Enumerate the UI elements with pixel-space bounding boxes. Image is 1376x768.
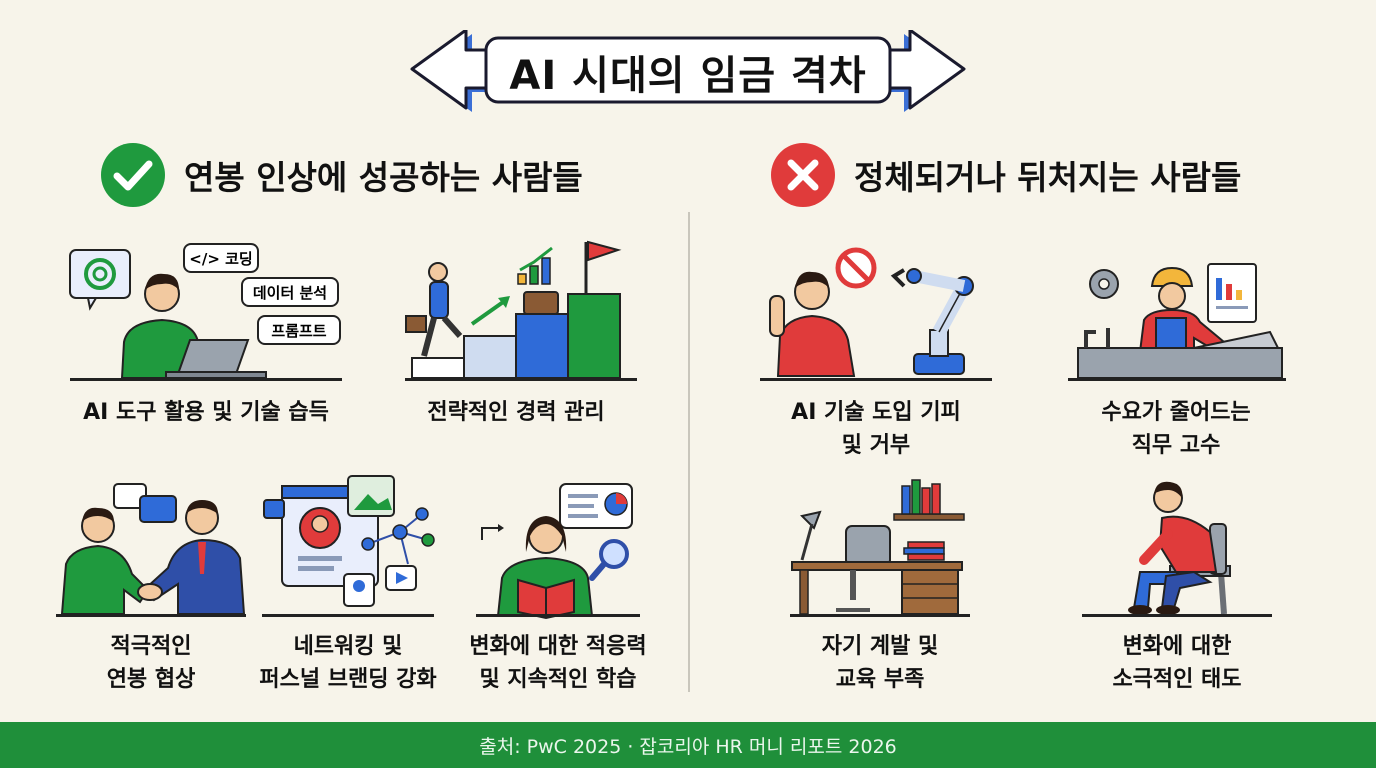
title-banner-arrows [410, 30, 966, 112]
left-section-title: 연봉 인상에 성공하는 사람들 [184, 158, 583, 197]
baseline [405, 378, 637, 381]
left-section-heading: 연봉 인상에 성공하는 사람들 [100, 140, 583, 210]
x-icon [771, 143, 835, 207]
caption-passive-attitude: 변화에 대한 소극적인 태도 [1112, 634, 1242, 692]
bubble-data-analysis: 데이터 분석 [253, 284, 327, 302]
check-icon [101, 143, 165, 207]
caption-ai-avoidance: AI 기술 도입 기피 및 거부 [791, 400, 961, 458]
flag-icon [587, 240, 622, 262]
wrench-icon [1084, 330, 1096, 348]
chair [845, 525, 891, 567]
baseline [1068, 378, 1286, 381]
network-node-icon [392, 524, 408, 540]
baseline [790, 614, 970, 617]
page-title: AI 시대의 임금 격차 [509, 53, 867, 99]
speech-bubble-icon [139, 495, 177, 523]
ai-tools-illustration: </> 코딩 데이터 분석 프롬프트 [69, 243, 341, 379]
caption-negotiation: 적극적인 연봉 협상 [106, 634, 196, 692]
arrow-icon [481, 527, 498, 540]
negotiation-illustration [60, 483, 246, 615]
learning-illustration [481, 483, 633, 620]
career-stairs-illustration [405, 240, 622, 379]
declining-job-illustration [1077, 263, 1283, 379]
bubble-coding: </> 코딩 [189, 250, 252, 268]
caption-ai-tools: AI 도구 활용 및 기술 습득 [83, 400, 329, 425]
shelf [893, 513, 965, 521]
source-footer: 출처: PwC 2025 · 잡코리아 HR 머니 리포트 2026 [0, 722, 1376, 768]
section-divider [688, 212, 690, 692]
book-icon [901, 485, 911, 515]
caption-declining-job: 수요가 줄어드는 직무 고수 [1101, 400, 1251, 458]
baseline [70, 378, 342, 381]
raised-hand [769, 295, 785, 337]
right-section-heading: 정체되거나 뒤처지는 사람들 [770, 140, 1241, 210]
caption-lack-development: 자기 계발 및 교육 부족 [821, 634, 939, 692]
lamp-icon [800, 510, 822, 530]
baseline [1082, 614, 1272, 617]
idle-desk-illustration [791, 479, 965, 615]
networking-illustration [263, 475, 435, 607]
baseline [476, 614, 640, 617]
caption-learning: 변화에 대한 적응력 및 지속적인 학습 [469, 634, 647, 692]
baseline [262, 614, 434, 617]
baseline [760, 378, 992, 381]
hard-hat-icon [1150, 266, 1194, 287]
right-section-title: 정체되거나 뒤처지는 사람들 [854, 158, 1242, 197]
passive-attitude-illustration [1128, 481, 1231, 615]
briefcase-icon [523, 291, 559, 315]
baseline [56, 614, 246, 617]
magnifier-icon [599, 539, 629, 569]
chatgpt-icon [84, 258, 116, 290]
ai-avoidance-illustration [769, 247, 974, 377]
caption-networking: 네트워킹 및 퍼스널 브랜딩 강화 [259, 634, 437, 692]
handshake-icon [137, 583, 163, 601]
like-icon [263, 499, 285, 519]
desk [791, 561, 963, 571]
caption-career: 전략적인 경력 관리 [427, 400, 605, 425]
bubble-prompt: 프롬프트 [271, 322, 326, 340]
